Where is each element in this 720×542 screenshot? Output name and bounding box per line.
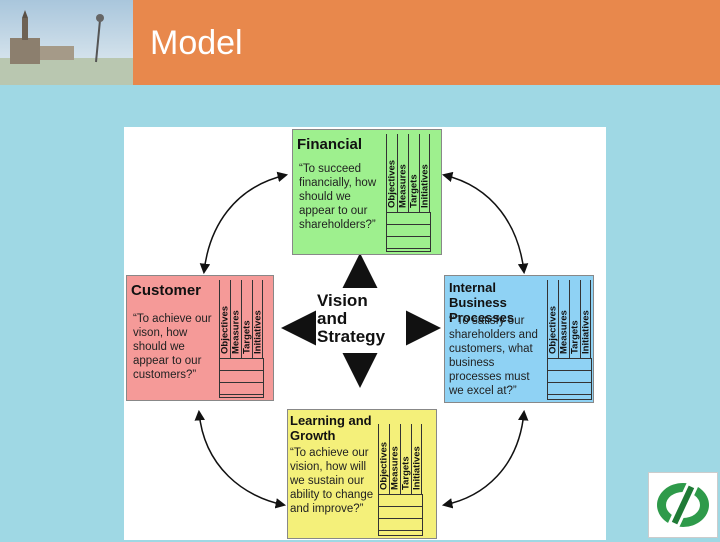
vision-line-3: Strategy — [317, 327, 386, 346]
learning-columns: Objectives Measures Targets Initiatives — [378, 424, 422, 494]
vision-strategy-center: Vision and Strategy — [317, 292, 403, 368]
col-label-objectives: Objectives — [219, 305, 231, 354]
col-label-objectives: Objectives — [386, 159, 398, 208]
vision-line-2: and — [317, 309, 348, 328]
balanced-scorecard-diagram: Financial “To succeed financially, how s… — [124, 127, 606, 540]
col-label-measures: Measures — [397, 164, 409, 208]
financial-title: Financial — [297, 136, 363, 153]
col-label-initiatives: Initiatives — [580, 310, 591, 354]
financial-columns: Objectives Measures Targets Initiatives — [386, 134, 430, 212]
financial-question: “To succeed financially, how should we a… — [299, 163, 377, 231]
internal-question: ““To satisfy our shareholders and custom… — [449, 315, 538, 397]
customer-columns: Objectives Measures Targets Initiatives — [219, 280, 263, 358]
customer-perspective: Customer “To achieve our vison, how shou… — [126, 275, 274, 401]
arrow-financial-customer — [199, 171, 289, 275]
header-photo — [0, 0, 133, 85]
slide-title: Model — [150, 24, 243, 62]
col-label-initiatives: Initiatives — [411, 446, 422, 490]
col-label-measures: Measures — [389, 446, 401, 490]
col-label-initiatives: Initiatives — [252, 310, 263, 354]
customer-title: Customer — [131, 282, 202, 299]
col-label-measures: Measures — [230, 310, 242, 354]
col-label-objectives: Objectives — [378, 441, 390, 490]
connector-arrows — [194, 171, 529, 509]
learning-question: “To achieve our vision, how will we sust… — [290, 447, 374, 515]
learning-grid — [378, 494, 423, 536]
internal-columns: Objectives Measures Targets Initiatives — [547, 280, 591, 358]
col-label-targets: Targets — [569, 320, 581, 354]
col-label-measures: Measures — [558, 310, 570, 354]
internal-title: Internal Business Processes — [449, 280, 515, 325]
internal-grid — [547, 358, 592, 400]
arrow-financial-internal — [441, 171, 529, 275]
col-label-targets: Targets — [241, 320, 253, 354]
customer-grid — [219, 358, 264, 398]
vision-line-1: Vision — [317, 291, 368, 310]
learning-growth-perspective: Learning and Growth “To achieve our visi… — [287, 409, 437, 539]
customer-question: “To achieve our vison, how should we app… — [133, 313, 212, 381]
organization-logo — [648, 472, 718, 538]
arrow-internal-learning — [441, 409, 529, 509]
financial-grid — [386, 212, 431, 252]
col-label-objectives: Objectives — [547, 305, 559, 354]
learning-title: Learning and Growth — [290, 413, 372, 443]
financial-perspective: Financial “To succeed financially, how s… — [292, 129, 442, 255]
col-label-targets: Targets — [400, 456, 412, 490]
internal-business-perspective: Internal Business Processes ““To satisfy… — [444, 275, 594, 403]
slide-header: Model — [0, 0, 720, 85]
col-label-targets: Targets — [408, 174, 420, 208]
arrow-customer-learning — [194, 409, 287, 509]
col-label-initiatives: Initiatives — [419, 164, 430, 208]
